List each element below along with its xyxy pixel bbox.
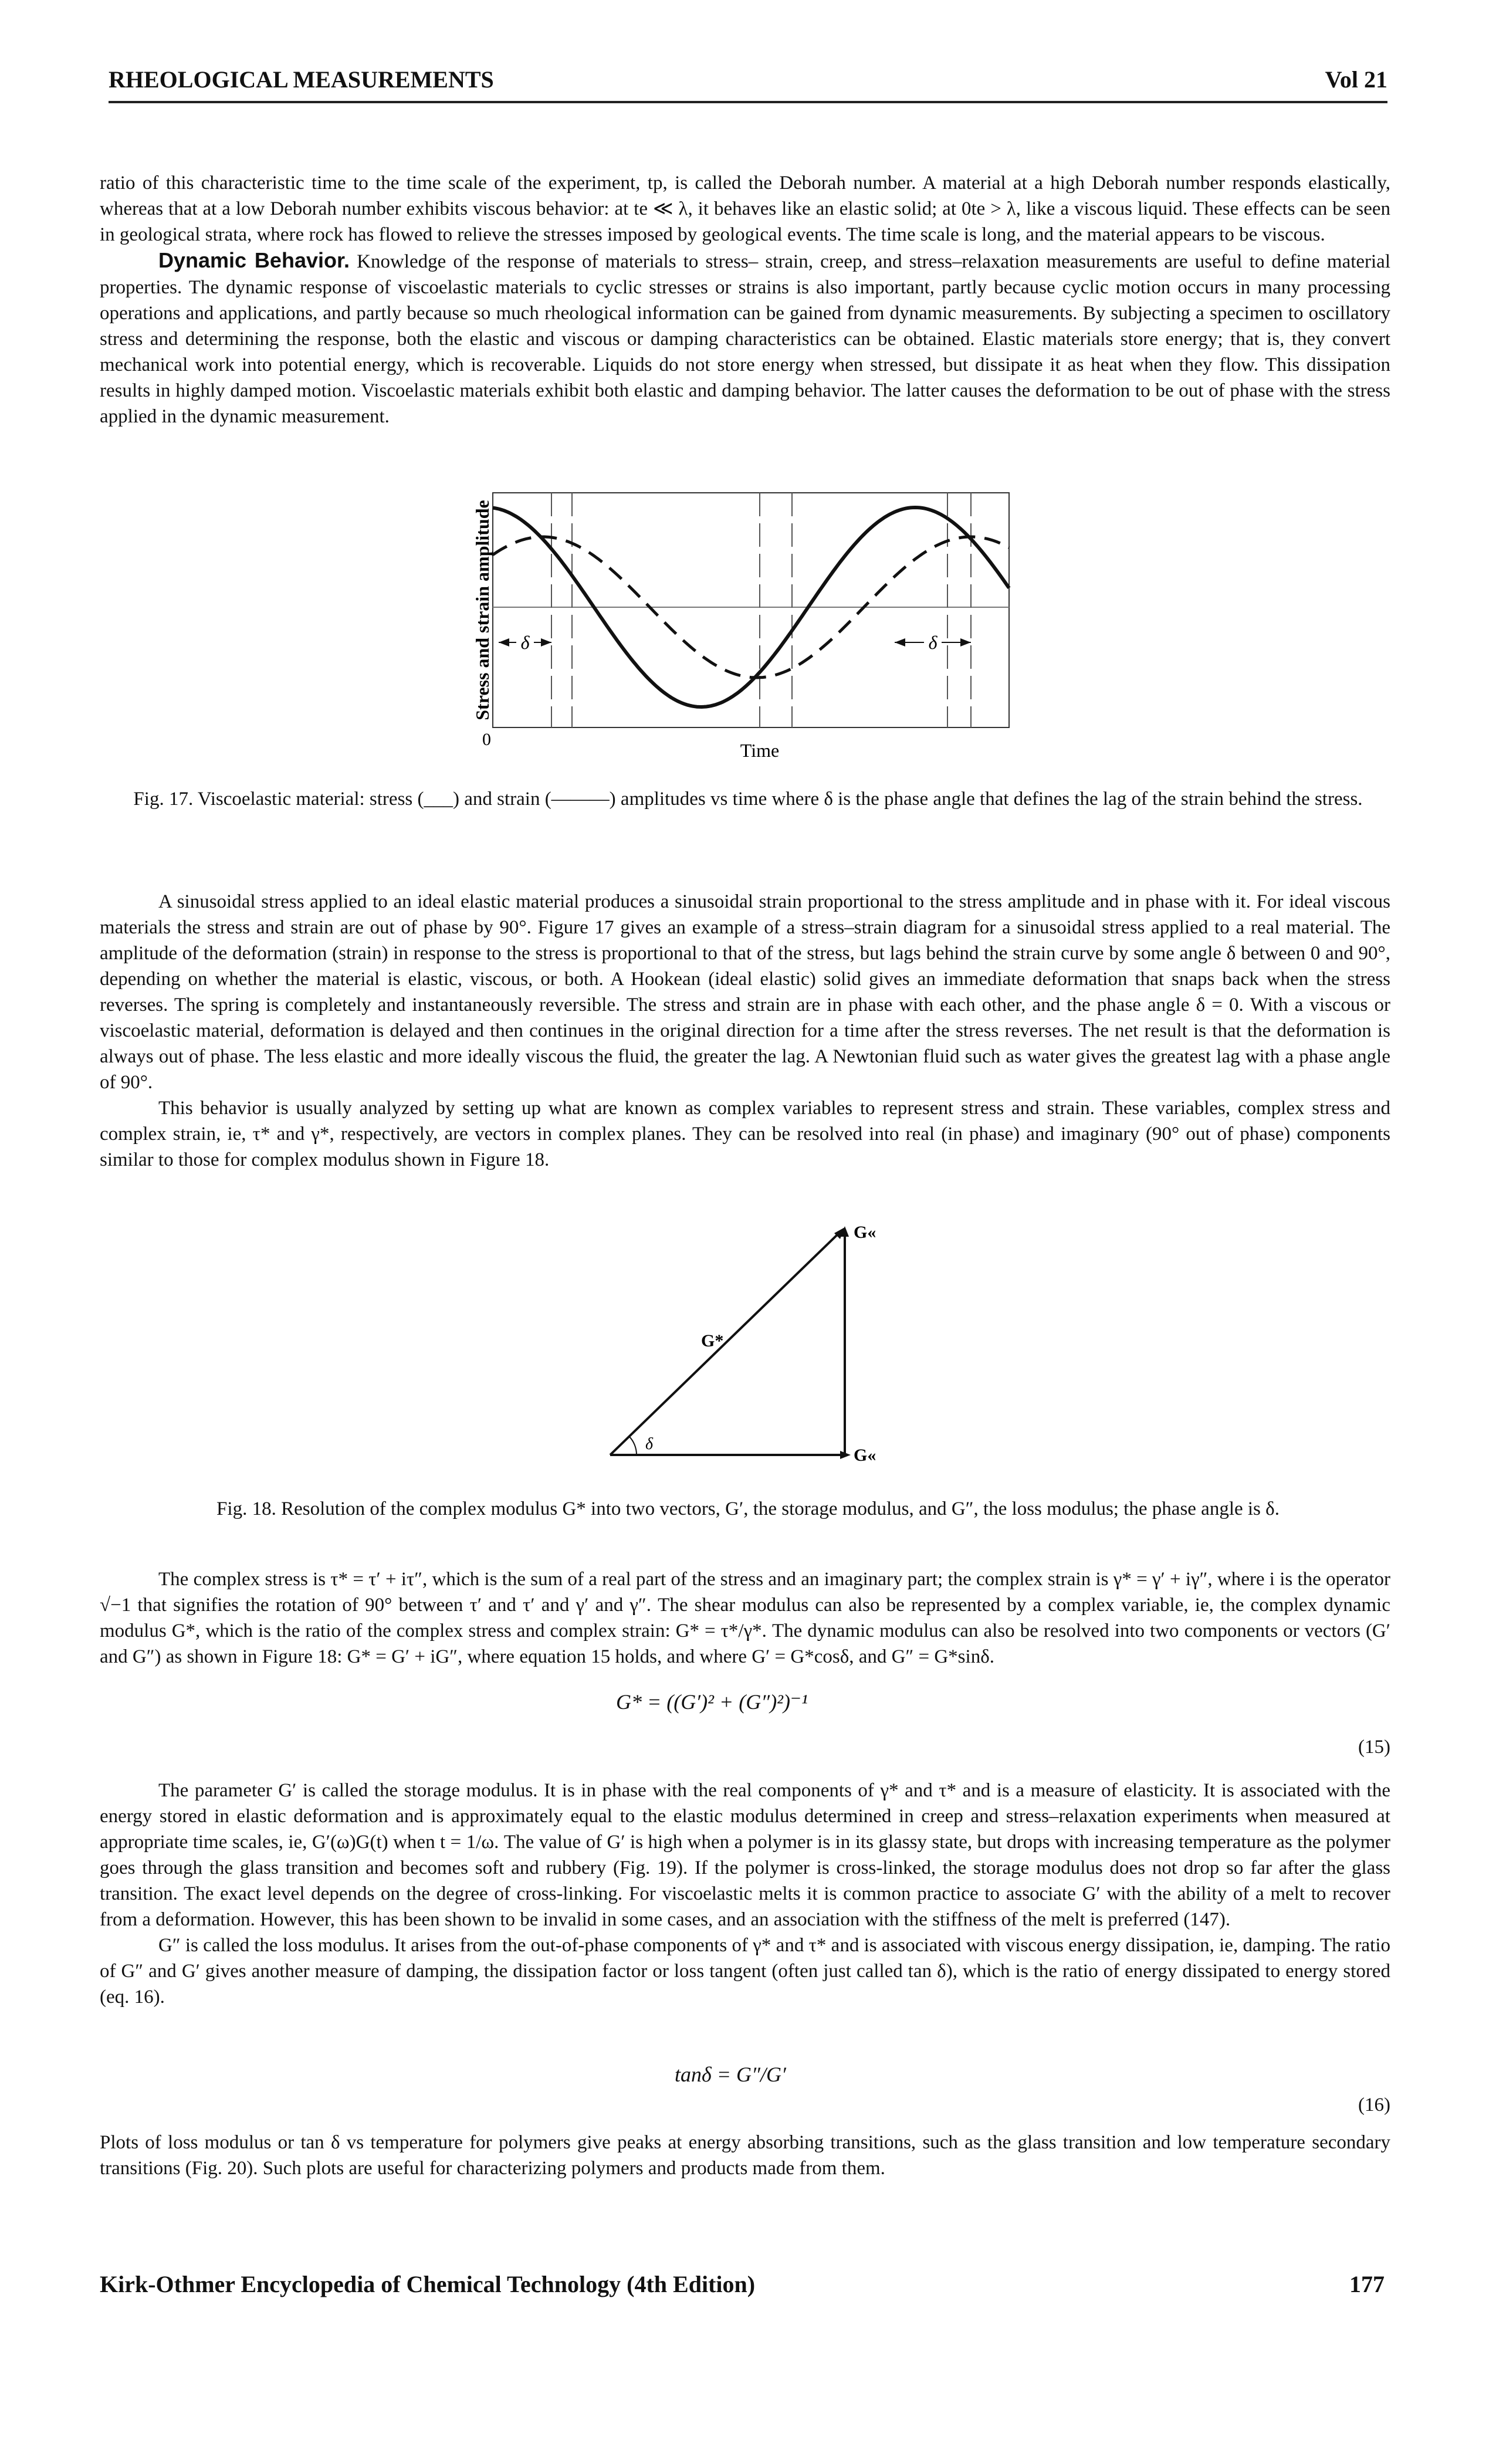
paragraph-sinusoidal: A sinusoidal stress applied to an ideal … [100,891,1390,1093]
x-axis-label: Time [740,740,779,761]
paragraph-loss-plots: Plots of loss modulus or tan δ vs temper… [100,2132,1390,2179]
paragraph-dynamic-behavior: Dynamic Behavior. Knowledge of the respo… [100,248,1390,429]
label-storage-modulus: G« [854,1446,876,1465]
label-phase-angle: δ [645,1435,654,1453]
equation-15-number: (15) [1358,1737,1390,1758]
paragraph-loss-modulus: G″ is called the loss modulus. It arises… [100,1935,1390,2008]
equation-16: tanδ = G″/G′ [675,2063,786,2086]
paragraph-complex-variables: This behavior is usually analyzed by set… [100,1098,1390,1170]
stress-curve [492,505,1011,709]
plot-frame [492,492,1010,728]
phase-angle-arc [628,1436,638,1456]
delta-marker-left: δ [499,632,551,653]
paragraph-complex-stress: The complex stress is τ* = τ′ + iτ″, whi… [100,1569,1390,1667]
delta-marker-right: δ [895,632,971,653]
complex-modulus-vector [609,1231,841,1456]
paragraph-dynamic-behavior-text: Knowledge of the response of materials t… [100,251,1391,427]
body-text-top: ratio of this characteristic time to the… [100,170,1390,429]
equation-15: G* = ((G′)² + (G″)²)⁻¹ [616,1690,808,1714]
header-volume: Vol 21 [1325,66,1387,93]
body-text-storage: The parameter G′ is called the storage m… [100,1778,1390,2010]
origin-label: 0 [482,730,491,749]
y-axis-label: Stress and strain amplitude [472,500,493,720]
label-loss-modulus: G« [854,1223,876,1242]
figure-17-caption: Fig. 17. Viscoelastic material: stress (… [133,788,1363,810]
paragraph-storage-modulus: The parameter G′ is called the storage m… [100,1780,1390,1930]
delta-label-right: δ [929,632,938,653]
figure-17: δ δ 0 Time Stress and strain amplitude [463,481,1033,769]
figure-18-caption: Fig. 18. Resolution of the complex modul… [216,1498,1280,1519]
label-complex-modulus: G* [701,1331,723,1351]
body-text-complex-stress: The complex stress is τ* = τ′ + iτ″, whi… [100,1566,1390,1670]
footer-page-number: 177 [1349,2271,1385,2297]
header-rule [109,101,1387,103]
delta-label-left: δ [521,632,530,653]
body-text-middle: A sinusoidal stress applied to an ideal … [100,889,1390,1173]
section-heading-dynamic-behavior: Dynamic Behavior. [158,248,350,272]
footer-source: Kirk-Othmer Encyclopedia of Chemical Tec… [100,2271,756,2297]
figure-17-chart: δ δ 0 Time Stress and strain amplitude [472,492,1011,761]
phase-guide-lines [551,493,972,727]
body-text-bottom: Plots of loss modulus or tan δ vs temper… [100,2130,1390,2181]
paragraph-deborah: ratio of this characteristic time to the… [100,172,1390,245]
figure-18: G« G* G« δ [587,1214,927,1473]
figure-18-vector-diagram: G« G* G« δ [609,1223,876,1465]
equation-16-number: (16) [1358,2094,1390,2116]
strain-curve [492,535,1010,679]
header-title: RHEOLOGICAL MEASUREMENTS [109,66,494,93]
running-header: RHEOLOGICAL MEASUREMENTS Vol 21 [109,66,1387,101]
